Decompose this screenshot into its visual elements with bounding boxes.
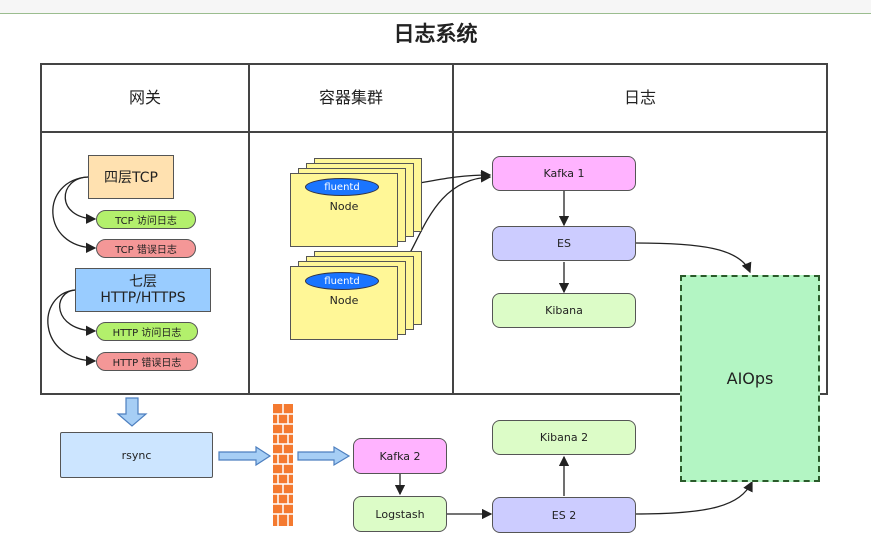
column-header-gateway: 网关 — [128, 88, 161, 107]
http-error-log-pill: HTTP 错误日志 — [96, 352, 198, 371]
tcp-error-log-pill: TCP 错误日志 — [96, 239, 196, 258]
tcp-access-log-pill: TCP 访问日志 — [96, 210, 196, 229]
diagram-frame — [40, 63, 828, 395]
l4-to-tcp-error-connector — [52, 176, 97, 254]
firewall-to-kafka-2-arrow — [297, 445, 351, 467]
fluentd-agent-1: fluentd — [305, 178, 379, 196]
layer-7-protocols: HTTP/HTTPS — [100, 290, 186, 306]
kafka-1-box: Kafka 1 — [492, 156, 636, 191]
gateway-to-rsync-arrow — [116, 397, 148, 427]
column-divider-2 — [452, 63, 454, 395]
rsync-to-firewall-arrow — [218, 445, 272, 467]
node-1-label: Node — [329, 200, 359, 213]
diagram-title: 日志系统 — [393, 22, 478, 46]
kafka-2-box: Kafka 2 — [353, 438, 447, 474]
fluentd-agent-2: fluentd — [305, 272, 379, 290]
column-header-cluster: 容器集群 — [318, 88, 383, 107]
http-access-log-pill: HTTP 访问日志 — [96, 322, 198, 341]
column-divider-1 — [248, 63, 250, 395]
es-2-box: ES 2 — [492, 497, 636, 533]
layer-7-title: 七层 — [129, 274, 157, 290]
top-bar — [0, 0, 871, 14]
rsync-box: rsync — [60, 432, 213, 478]
kibana-2-box: Kibana 2 — [492, 420, 636, 455]
es-box: ES — [492, 226, 636, 261]
l7-to-http-error-connector — [47, 289, 97, 367]
header-divider — [40, 131, 828, 133]
es-2-to-aiops-connector — [634, 480, 753, 515]
firewall-icon — [273, 404, 293, 526]
aiops-box: AIOps — [680, 275, 820, 482]
top-bar-divider — [0, 13, 871, 14]
kibana-box: Kibana — [492, 293, 636, 328]
logstash-box: Logstash — [353, 496, 447, 532]
node-2-label: Node — [329, 294, 359, 307]
layer-4-tcp-box: 四层TCP — [88, 155, 174, 199]
layer-7-http-box: 七层 HTTP/HTTPS — [75, 268, 211, 312]
column-header-logs: 日志 — [623, 88, 656, 107]
es-to-aiops-connector — [634, 242, 752, 274]
